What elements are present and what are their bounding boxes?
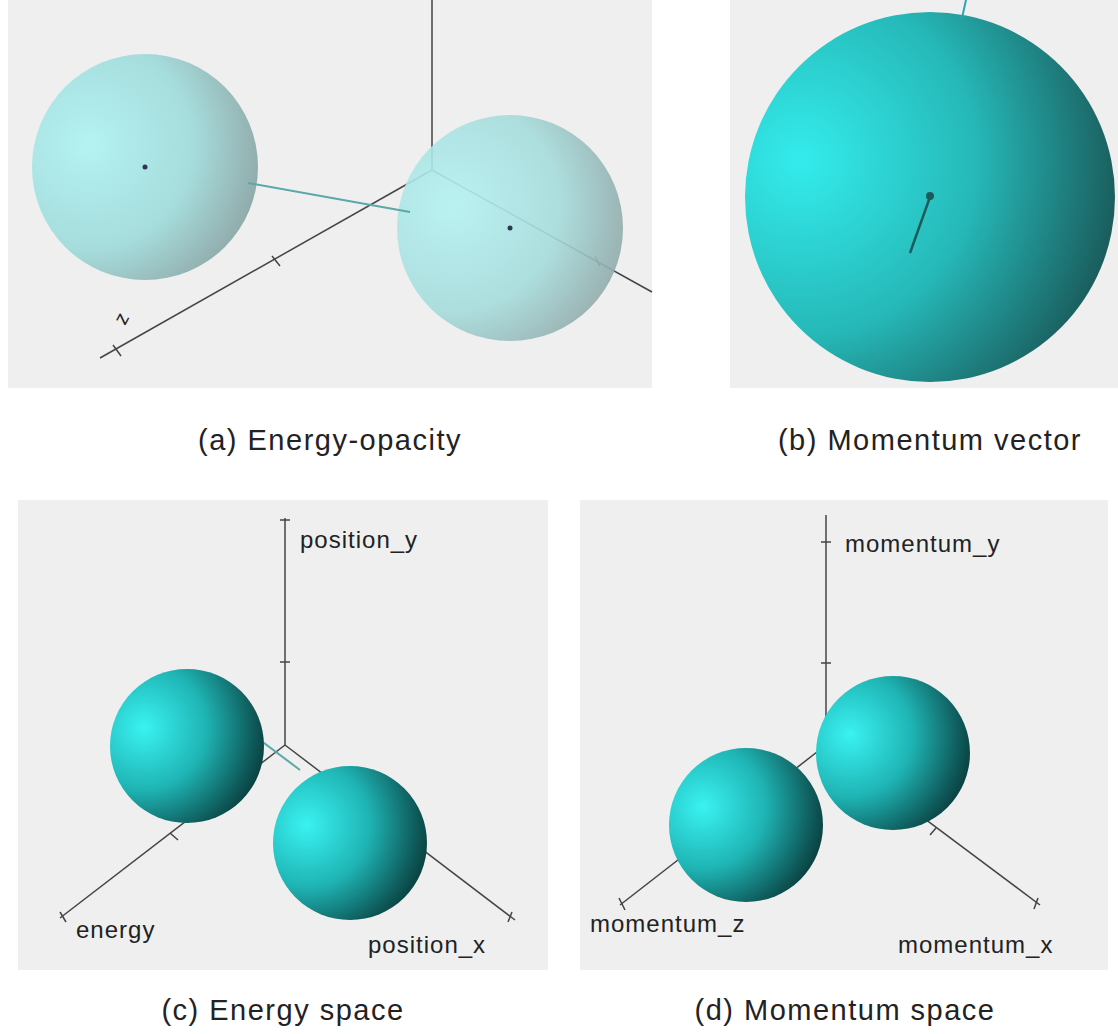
sphere bbox=[110, 669, 264, 823]
subfigure-caption: (a) Energy-opacity bbox=[198, 426, 462, 455]
link-line bbox=[962, 0, 966, 18]
panel-bg bbox=[8, 0, 652, 388]
sphere bbox=[397, 115, 623, 341]
link-line bbox=[248, 183, 410, 212]
panel-bg bbox=[580, 500, 1108, 970]
center-dot bbox=[926, 192, 934, 200]
subfigure-caption: (b) Momentum vector bbox=[778, 426, 1082, 455]
axis-label: position_y bbox=[300, 528, 418, 552]
sphere bbox=[669, 748, 823, 902]
subfigure-caption: (d) Momentum space bbox=[695, 996, 996, 1025]
axis-label: momentum_x bbox=[898, 933, 1053, 957]
panel-bg bbox=[18, 500, 548, 970]
axis-label: momentum_y bbox=[845, 532, 1000, 556]
subfigure-caption: (c) Energy space bbox=[161, 996, 404, 1025]
center-dot bbox=[508, 226, 513, 231]
axis-label: position_x bbox=[368, 933, 486, 957]
axes bbox=[619, 515, 1040, 910]
center-dot bbox=[143, 165, 148, 170]
sphere bbox=[273, 766, 427, 920]
momentum-vector bbox=[910, 197, 930, 253]
sphere bbox=[816, 676, 970, 830]
sphere bbox=[32, 54, 258, 280]
sphere bbox=[745, 12, 1115, 382]
axis-label: energy bbox=[76, 918, 155, 942]
axes bbox=[60, 518, 515, 922]
axis-label: momentum_z bbox=[590, 912, 745, 936]
panel-bg bbox=[730, 0, 1118, 388]
